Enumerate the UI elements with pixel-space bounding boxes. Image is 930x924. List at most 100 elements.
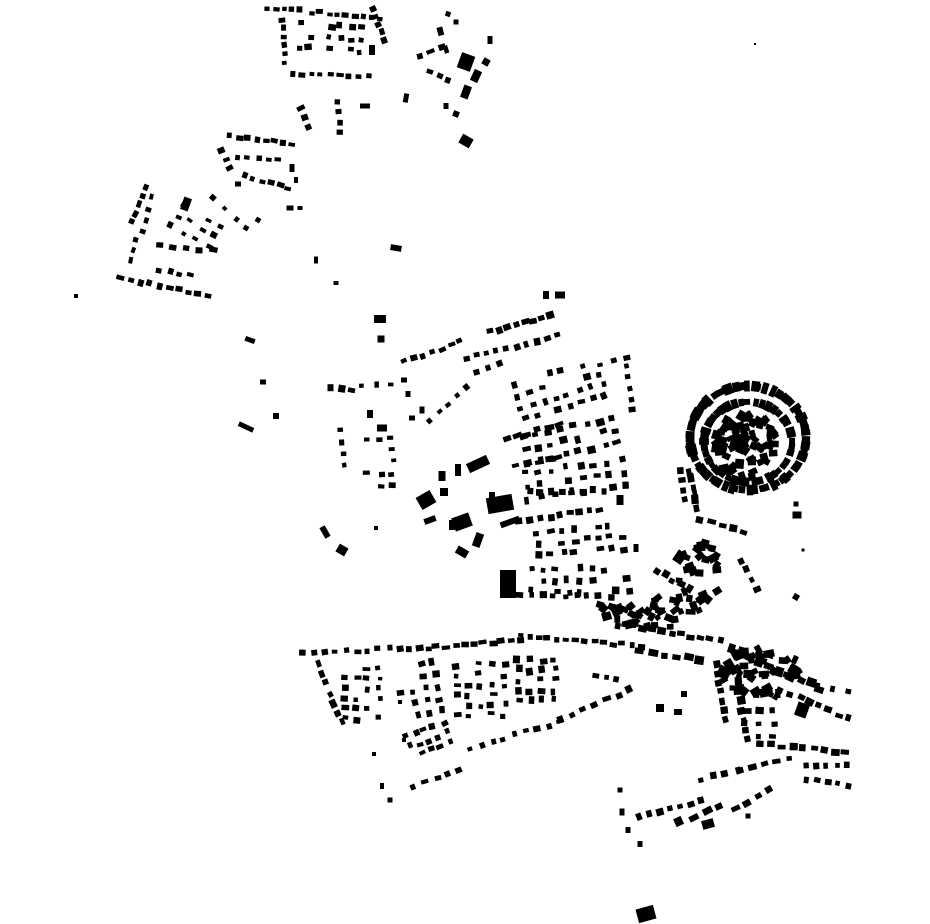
building-footprint [386, 435, 394, 440]
building-footprint [424, 696, 431, 703]
building-footprint [488, 660, 496, 667]
building-footprint [714, 679, 723, 688]
building-footprint [756, 458, 764, 467]
building-footprint [182, 244, 190, 252]
building-footprint [424, 737, 433, 746]
building-footprint [738, 485, 746, 494]
building-footprint [453, 673, 459, 679]
building-footprint [321, 648, 329, 656]
building-footprint [720, 769, 729, 778]
building-footprint [438, 346, 447, 354]
building-footprint [768, 449, 778, 457]
building-footprint [793, 459, 803, 469]
building-footprint [545, 310, 555, 320]
building-footprint [378, 471, 386, 478]
building-footprint [803, 776, 810, 784]
building-footprint [558, 435, 569, 445]
building-footprint [427, 722, 436, 731]
building-footprint [564, 477, 573, 485]
building-footprint [647, 648, 659, 658]
building-footprint [418, 726, 427, 733]
building-footprint [338, 717, 346, 726]
building-footprint [156, 242, 164, 248]
building-footprint [401, 377, 407, 383]
building-footprint [454, 545, 470, 559]
building-footprint [700, 538, 710, 548]
building-footprint [401, 732, 409, 739]
building-footprint [645, 809, 653, 818]
building-footprint [502, 322, 512, 332]
building-footprint [451, 512, 473, 532]
building-footprint [235, 135, 244, 142]
building-footprint [789, 665, 800, 675]
building-footprint [360, 103, 370, 109]
building-footprint [387, 471, 395, 478]
building-footprint [155, 267, 162, 274]
building-footprint [672, 553, 685, 566]
building-footprint [274, 157, 282, 162]
building-footprint [205, 217, 212, 224]
building-footprint [540, 567, 546, 573]
building-footprint [736, 381, 746, 391]
building-footprint [685, 608, 696, 615]
building-footprint [243, 134, 251, 141]
building-footprint [515, 591, 524, 599]
building-footprint [686, 800, 696, 809]
building-footprint [626, 587, 634, 595]
building-footprint [756, 740, 764, 748]
building-footprint [556, 715, 565, 724]
building-footprint [760, 381, 770, 395]
building-footprint [495, 359, 504, 368]
building-footprint [522, 458, 533, 467]
building-footprint [553, 405, 563, 414]
building-footprint [706, 518, 717, 525]
building-footprint [647, 611, 656, 622]
building-footprint [353, 716, 361, 724]
building-footprint [376, 684, 381, 691]
building-footprint [267, 178, 276, 186]
building-footprint [288, 142, 296, 148]
building-footprint [447, 738, 454, 745]
building-footprint [455, 464, 461, 476]
building-footprint [476, 683, 483, 690]
building-footprint [309, 11, 315, 16]
building-footprint [656, 704, 664, 712]
building-footprint [728, 523, 738, 533]
building-footprint [415, 710, 422, 719]
building-footprint [244, 335, 256, 345]
building-footprint [208, 193, 217, 202]
building-footprint [345, 73, 352, 80]
building-footprint [254, 216, 262, 224]
building-footprint [453, 642, 461, 648]
building-footprint [775, 686, 784, 695]
building-footprint [453, 711, 462, 718]
building-footprint [635, 812, 643, 821]
building-footprint [721, 715, 729, 724]
building-footprint [769, 707, 775, 714]
building-footprint [722, 468, 730, 475]
building-footprint [711, 585, 723, 597]
building-footprint [443, 103, 449, 109]
building-footprint [763, 471, 774, 483]
building-footprint [531, 431, 539, 438]
building-footprint [298, 649, 306, 656]
building-footprint [444, 727, 451, 735]
building-footprint [562, 637, 569, 643]
building-footprint [692, 504, 700, 513]
building-footprint [455, 337, 463, 344]
building-footprint [701, 805, 714, 816]
building-footprint [722, 382, 735, 396]
building-footprint [614, 615, 621, 623]
building-footprint [534, 459, 544, 466]
building-footprint [623, 363, 630, 369]
building-footprint [537, 314, 546, 322]
building-footprint [677, 607, 685, 616]
building-footprint [319, 525, 331, 539]
building-footprint [785, 469, 795, 479]
building-footprint [579, 363, 586, 370]
building-footprint [752, 585, 762, 594]
building-footprint [387, 644, 393, 651]
building-footprint [777, 744, 786, 750]
building-footprint [631, 611, 639, 619]
building-footprint [470, 641, 478, 647]
